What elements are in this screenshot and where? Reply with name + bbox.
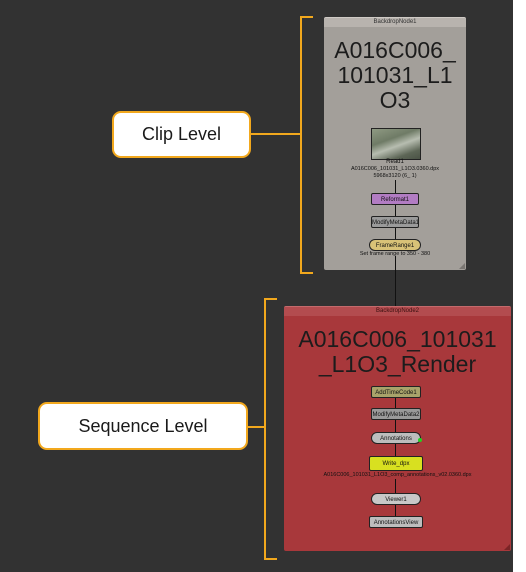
- sequence-bracket-top: [264, 298, 277, 300]
- backdrop-title: BackdropNode2: [284, 307, 511, 316]
- modify-metadata-node[interactable]: ModifyMetaData2: [371, 408, 421, 420]
- framerange-node[interactable]: FrameRange1: [369, 239, 421, 251]
- read-thumbnail[interactable]: [371, 128, 421, 160]
- annotations-view-node[interactable]: AnnotationsView: [369, 516, 423, 528]
- clip-bracket-connector: [249, 133, 301, 135]
- clip-level-callout: Clip Level: [112, 111, 251, 158]
- backdrop-label: A016C006_101031 _L1O3_Render: [298, 326, 497, 377]
- framerange-info: Set frame range to 350 - 380: [359, 251, 431, 257]
- wire: [395, 505, 396, 516]
- backdrop-resize-handle[interactable]: [504, 544, 510, 550]
- read-node-name: Read1: [386, 159, 404, 165]
- clip-bracket-bottom: [300, 272, 313, 274]
- clip-bracket-spine: [300, 16, 302, 274]
- reformat-node[interactable]: Reformat1: [371, 193, 419, 205]
- wire: [395, 180, 396, 193]
- read-node-info: 5968x3120 (6_ 1): [373, 173, 417, 179]
- write-path: A016C006_101031_L1O3_comp_annotations_v0…: [323, 472, 472, 478]
- wire: [395, 420, 396, 432]
- wire: [395, 444, 396, 456]
- viewer-node[interactable]: Viewer1: [371, 493, 421, 505]
- node-indicator-dot: [418, 438, 422, 442]
- sequence-bracket-bottom: [264, 558, 277, 560]
- wire: [395, 398, 396, 408]
- sequence-bracket-spine: [264, 298, 266, 560]
- sequence-level-callout: Sequence Level: [38, 402, 248, 450]
- modify-metadata-node[interactable]: ModifyMetaData1: [371, 216, 419, 228]
- clip-backdrop-node[interactable]: BackdropNode1 A016C006_ 101031_L1 O3 Rea…: [324, 17, 466, 270]
- clip-bracket-top: [300, 16, 313, 18]
- write-node[interactable]: Write_dpx: [369, 456, 423, 471]
- sequence-backdrop-node[interactable]: BackdropNode2 A016C006_101031 _L1O3_Rend…: [284, 306, 511, 551]
- backdrop-resize-handle[interactable]: [459, 263, 465, 269]
- sequence-bracket-connector: [246, 426, 265, 428]
- backdrop-title: BackdropNode1: [324, 18, 466, 27]
- annotations-node[interactable]: Annotations: [371, 432, 421, 444]
- read-node-file: A016C006_101031_L1O3.0360.dpx: [350, 166, 440, 172]
- backdrop-label: A016C006_ 101031_L1 O3: [334, 37, 456, 113]
- wire: [395, 479, 396, 493]
- wire: [395, 228, 396, 239]
- wire: [395, 205, 396, 216]
- addtimecode-node[interactable]: AddTimeCode1: [371, 386, 421, 398]
